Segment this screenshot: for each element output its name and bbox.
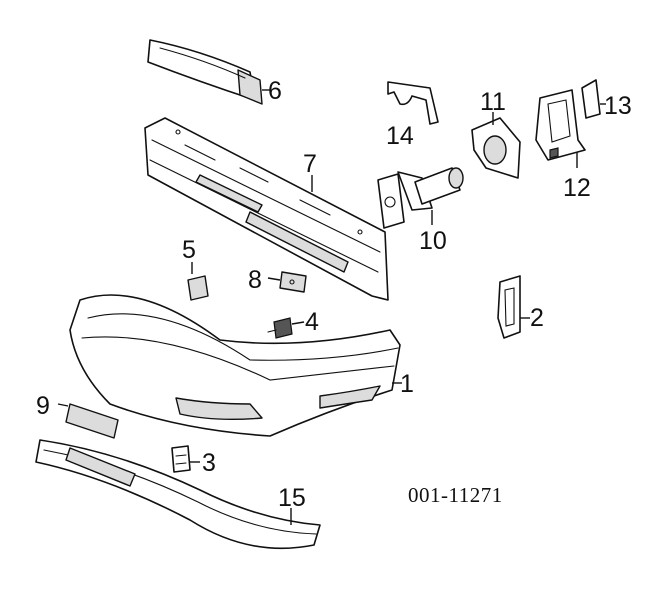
callout-2: 2 [520, 304, 544, 332]
callout-15: 15 [278, 484, 306, 525]
callout-8-label: 8 [248, 266, 262, 294]
callout-2-label: 2 [530, 304, 544, 332]
callout-10: 10 [419, 210, 447, 255]
callout-7-label: 7 [303, 150, 317, 178]
callout-13-label: 13 [604, 92, 632, 120]
callout-11-label: 11 [480, 88, 506, 116]
callout-5-label: 5 [182, 236, 196, 264]
part-3-fastener [171, 445, 191, 473]
callout-4-label: 4 [305, 308, 319, 336]
callout-6-label: 6 [268, 77, 282, 105]
part-12-absorber-bracket [535, 89, 586, 161]
callout-11: 11 [480, 88, 506, 125]
part-5-retainer [187, 275, 209, 301]
callout-12-label: 12 [563, 174, 591, 202]
callout-13: 13 [600, 92, 632, 120]
part-6-impact-absorber [147, 39, 263, 105]
callout-15-label: 15 [278, 484, 306, 512]
callout-7: 7 [303, 150, 317, 192]
callout-9-label: 9 [36, 392, 50, 420]
callout-9: 9 [36, 392, 69, 420]
callout-14: 14 [386, 122, 414, 150]
callout-3: 3 [190, 449, 216, 477]
callout-3-label: 3 [202, 449, 216, 477]
part-10-energy-absorber [377, 167, 464, 229]
callout-10-label: 10 [419, 227, 447, 255]
callout-5: 5 [182, 236, 196, 274]
part-11-mounting-plate [471, 117, 521, 179]
part-13-clip [581, 79, 601, 119]
callout-4: 4 [291, 308, 319, 336]
part-4-push-pin [267, 317, 293, 339]
part-14-bracket [387, 81, 439, 125]
callout-6: 6 [262, 77, 282, 105]
callout-1-label: 1 [400, 370, 414, 398]
part-1-bumper-cover [69, 294, 401, 437]
part-15-valance [35, 439, 321, 550]
callout-1: 1 [392, 370, 414, 398]
part-9-plate [65, 403, 119, 439]
catalog-number: 001-11271 [408, 483, 503, 507]
callout-12: 12 [563, 152, 591, 202]
part-8-bracket [279, 271, 307, 293]
callout-14-label: 14 [386, 122, 414, 150]
part-2-side-bracket [497, 275, 521, 339]
part-7-reinforcement [144, 117, 389, 301]
callout-8: 8 [248, 266, 281, 294]
